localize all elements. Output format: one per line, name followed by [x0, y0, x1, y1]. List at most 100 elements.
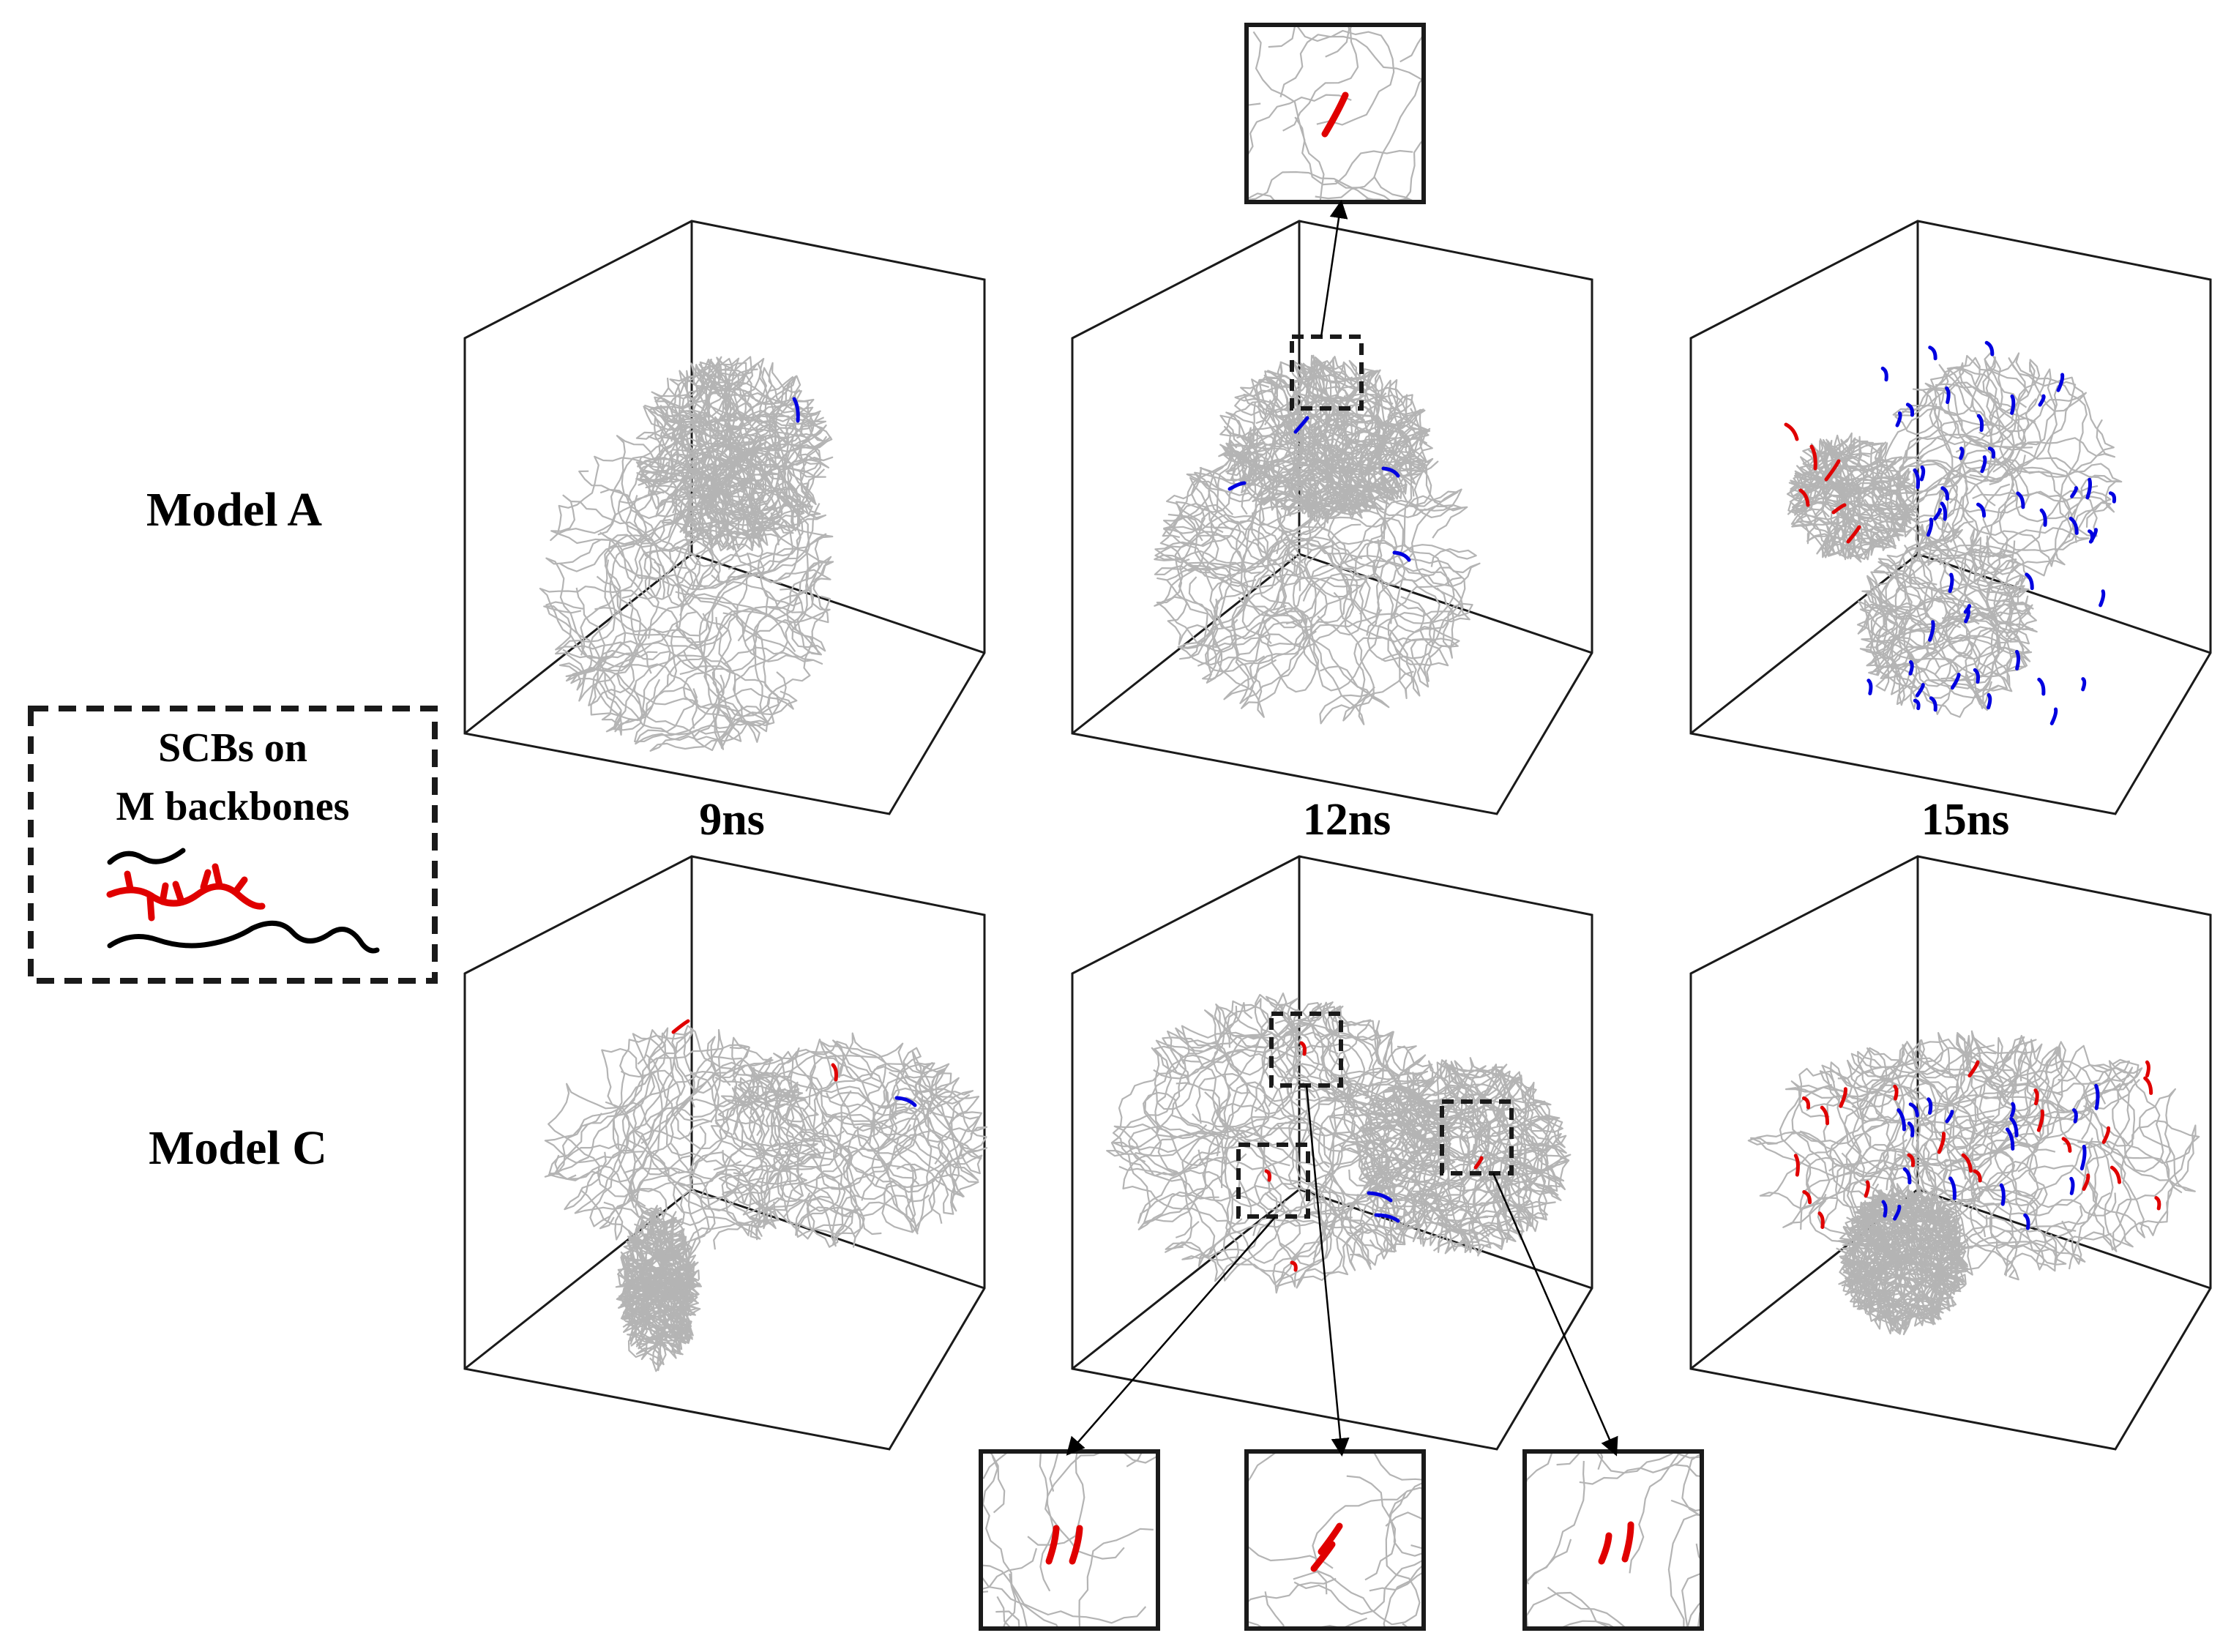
scb-red-segment: [2143, 1076, 2153, 1095]
polymer-chain: [1914, 1035, 2036, 1202]
polymer-chain: [1162, 416, 1354, 573]
scb-red-segment: [1318, 1522, 1343, 1555]
polymer-chain: [1247, 94, 1352, 159]
inset-content: [1247, 25, 1424, 202]
polymer-chain: [612, 1029, 692, 1208]
zoom-arrow: [1492, 1173, 1618, 1457]
scb-red-segment: [1299, 1041, 1307, 1056]
polymer-chain: [1806, 1042, 1907, 1123]
scb-blue-segment: [2009, 1116, 2019, 1137]
polymer-chain: [635, 373, 712, 536]
scb-red-segment: [2033, 1088, 2039, 1106]
polymer-chain: [1889, 351, 2028, 519]
polymer-chain: [1208, 442, 1381, 525]
polymer-chain: [1930, 1036, 2041, 1197]
scb-blue-segment: [1948, 1176, 1957, 1200]
polymer-chain: [1857, 585, 2030, 675]
scb-blue-segment: [2056, 373, 2065, 392]
scb-blue-segment: [1367, 1191, 1393, 1203]
polymer-chain: [1259, 1020, 1383, 1167]
scb-red-segment: [1045, 1525, 1060, 1565]
scb-blue-segment: [1392, 550, 1411, 562]
polymer-chain: [861, 1047, 987, 1201]
polymer-chain: [1465, 1115, 1572, 1253]
scb-blue-segment: [2049, 707, 2058, 725]
polymer-chain: [1912, 356, 1981, 553]
scb-blue-segment: [1987, 446, 1996, 459]
scb-blue-segment: [1905, 403, 1915, 417]
legend-frame: [28, 706, 438, 984]
polymer-chain: [1257, 607, 1414, 725]
polymer-chain: [1197, 1077, 1356, 1267]
scb-blue-segment: [2108, 491, 2117, 504]
scb-red-segments: [1784, 422, 1861, 544]
polymer-chain: [633, 435, 780, 556]
polymer-chain: [1547, 1586, 1702, 1629]
row-label-model-a: Model A: [146, 483, 322, 537]
polymer-chain: [1779, 1080, 1899, 1213]
polymer-chain: [1920, 1044, 2048, 1216]
polymer-chain: [554, 1056, 772, 1183]
polymer-chains: [1786, 351, 2123, 718]
scb-blue-segment: [2069, 516, 2079, 535]
polymer-chain: [1984, 1140, 2174, 1270]
polymer-chain: [1946, 1036, 2043, 1181]
scb-red-segment: [1621, 1521, 1634, 1563]
polymer-chain: [656, 441, 763, 548]
scb-blue-segment: [1902, 1167, 1912, 1185]
polymer-chain: [1346, 1475, 1424, 1592]
polymer-chain: [1263, 460, 1462, 561]
polymer-chain: [1667, 1499, 1702, 1629]
inset-model-a-12ns: [1244, 23, 1426, 204]
simulation-box-edge: [1917, 1188, 2211, 1290]
polymer-chain: [881, 1061, 983, 1233]
polymer-chain: [1899, 359, 2041, 493]
polymer-chain: [713, 1085, 919, 1171]
polymer-chain: [565, 649, 761, 743]
polymer-chain: [1310, 370, 1407, 493]
polymer-chain: [987, 1451, 1158, 1514]
polymer-chain: [1321, 1001, 1429, 1150]
polymer-chain: [715, 1088, 818, 1217]
polymer-chain: [1988, 1079, 2197, 1236]
polymer-chain: [1122, 1096, 1252, 1225]
polymer-chain: [1293, 1492, 1421, 1626]
scb-red-segment: [2036, 1109, 2044, 1132]
polymer-chain: [619, 416, 702, 688]
polymer-chain: [669, 474, 821, 589]
polymer-chain: [635, 359, 731, 487]
scb-red-segment: [2082, 1173, 2090, 1191]
polymer-chains: [1154, 354, 1481, 725]
polymer-chain: [1293, 1544, 1424, 1615]
legend-title-line1: SCBs on: [158, 725, 307, 771]
polymer-chain: [1662, 1464, 1702, 1629]
scb-red-segment: [1069, 1525, 1083, 1565]
polymer-chain: [632, 1055, 804, 1176]
polymer-chain: [1333, 575, 1459, 700]
scb-blue-segment: [2039, 508, 2047, 527]
scb-red-segment: [1310, 1541, 1336, 1572]
scb-blue-segment: [1976, 414, 1984, 433]
polymer-chain: [597, 435, 802, 607]
scb-blue-segment: [1926, 517, 1934, 537]
scb-red-segment: [1264, 1169, 1271, 1182]
panel-model-a-15ns: [1689, 220, 2212, 815]
polymer-chain: [723, 1032, 887, 1194]
polymer-chain: [1525, 1451, 1604, 1585]
polymer-chain: [1852, 1192, 1965, 1282]
polymer-chain: [623, 1274, 697, 1361]
polymer-chain: [1267, 1064, 1364, 1287]
polymer-chain: [1383, 1511, 1424, 1629]
polymer-chain: [981, 1564, 1147, 1624]
polymer-chain: [1238, 1031, 1401, 1227]
polymer-chain: [1223, 517, 1405, 700]
simulation-box-edge: [691, 553, 985, 654]
time-label-9ns: 9ns: [699, 795, 765, 845]
polymer-chain: [1842, 1189, 1942, 1322]
polymer-chain: [1113, 1081, 1272, 1208]
polymer-chain: [562, 624, 780, 727]
scb-red-segment: [1473, 1156, 1484, 1170]
polymer-chain: [1866, 554, 1940, 710]
polymer-chain: [1226, 998, 1433, 1113]
polymer-chain: [539, 509, 698, 668]
